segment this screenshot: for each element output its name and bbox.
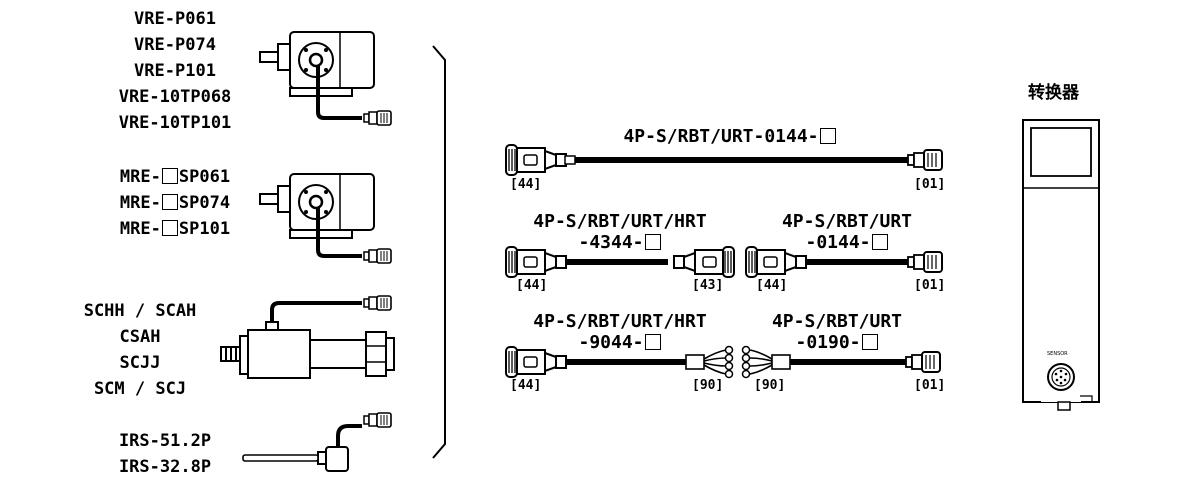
connector-code: [44] [510,177,542,192]
cylinder-sensor-illustration [220,295,395,379]
connector-code: [44] [516,278,548,293]
connector-code: [43] [692,278,724,293]
mre-encoder-illustration [258,172,392,264]
sensor-port-label: SENSOR [1047,351,1068,357]
cable-c3 [745,246,943,278]
connector-code: [90] [754,378,786,393]
model-label: SCHH / SCAH [83,301,197,321]
model-label: MRE-SP101 [119,219,231,239]
placeholder-box [861,334,878,350]
placeholder-box [644,234,661,250]
placeholder-box [644,334,661,350]
model-label: VRE-10TP068 [118,87,232,107]
converter-title: 转换器 [1028,83,1079,103]
placeholder-box [161,220,178,236]
model-label: CSAH [119,327,161,347]
vre-model-list: VRE-P061 VRE-P074 VRE-P101 VRE-10TP068 V… [90,6,260,136]
model-label: VRE-P074 [134,35,216,55]
cable-c5 [741,345,941,379]
model-label: IRS-51.2P [118,431,212,451]
model-label: VRE-P101 [134,61,216,81]
cylinder-model-list: SCHH / SCAH CSAH SCJJ SCM / SCJ [60,298,220,402]
connector-code: [90] [692,378,724,393]
placeholder-box [819,128,836,144]
model-label: IRS-32.8P [118,457,212,477]
placeholder-box [161,194,178,210]
cable-c1 [505,144,943,176]
placeholder-box [161,168,178,184]
connector-code: [44] [756,278,788,293]
cable-c1-title: 4P-S/RBT/URT-0144- [600,126,860,147]
placeholder-box [871,234,888,250]
converter-unit [1022,119,1100,411]
cable-c3-title: 4P-S/RBT/URT -0144- [781,211,913,253]
cable-c4 [505,345,734,379]
mre-model-list: MRE-SP061 MRE-SP074 MRE-SP101 [90,164,260,242]
vre-encoder-illustration [258,30,392,126]
cable-c4-title: 4P-S/RBT/URT/HRT -9044- [533,311,707,353]
connector-code: [01] [914,278,946,293]
bracket [432,45,446,459]
cable-c2-title: 4P-S/RBT/URT/HRT -4344- [533,211,707,253]
connector-code: [01] [914,177,946,192]
model-label: VRE-10TP101 [118,113,232,133]
cable-c5-title: 4P-S/RBT/URT -0190- [771,311,903,353]
model-label: MRE-SP061 [119,167,231,187]
connector-code: [01] [914,378,946,393]
irs-model-list: IRS-51.2P IRS-32.8P [90,428,240,480]
model-label: SCJJ [119,353,161,373]
model-label: MRE-SP074 [119,193,231,213]
model-label: SCM / SCJ [93,379,187,399]
cable-c2 [505,246,735,278]
model-label: VRE-P061 [134,9,216,29]
connector-code: [44] [510,378,542,393]
irs-sensor-illustration [242,412,392,472]
